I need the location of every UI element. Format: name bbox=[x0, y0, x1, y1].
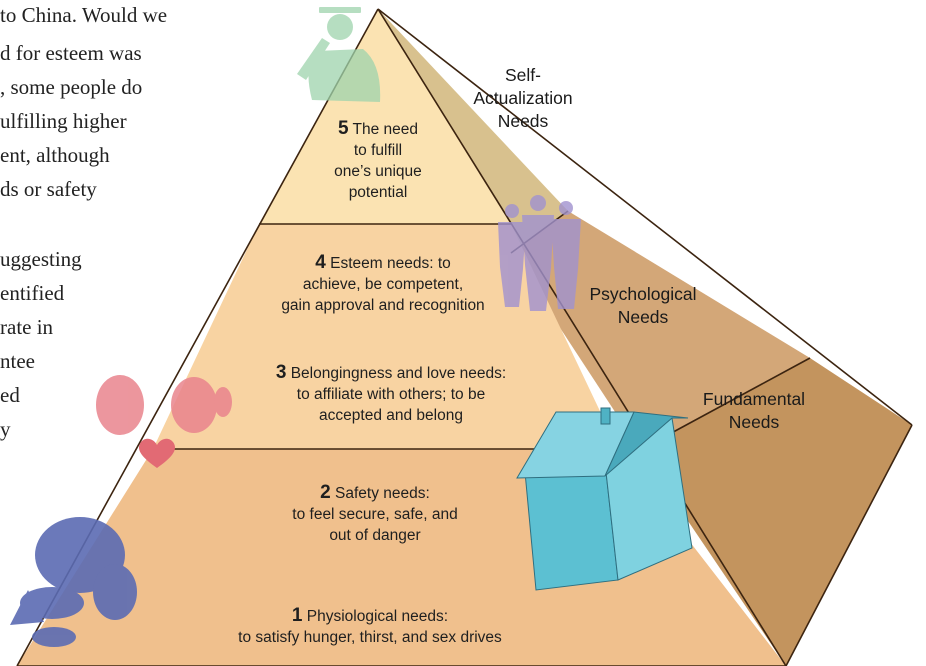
level-3-label: 3 Belongingness and love needs: to affil… bbox=[226, 362, 556, 426]
background-text-line: ent, although bbox=[0, 143, 110, 167]
level-text-line: Physiological needs: bbox=[306, 608, 449, 625]
category-text-line: Needs bbox=[617, 307, 669, 327]
level-text-line: to satisfy hunger, thirst, and sex drive… bbox=[238, 629, 502, 646]
level-text-line: accepted and belong bbox=[319, 407, 463, 424]
walking-people-icon bbox=[498, 195, 581, 311]
level-5-label: 5 The need to fulfill one’s unique poten… bbox=[298, 118, 458, 203]
side-band-fundamental bbox=[640, 358, 912, 666]
level-text-line: potential bbox=[348, 184, 408, 201]
level-text-line: Safety needs: bbox=[335, 485, 430, 502]
graduate-figure-icon bbox=[297, 7, 381, 102]
category-text-line: Fundamental bbox=[702, 389, 806, 409]
background-text-line: , some people do bbox=[0, 75, 143, 99]
level-number: 3 bbox=[275, 362, 287, 383]
background-text-line: d for esteem was bbox=[0, 41, 142, 65]
background-text-line: ntee bbox=[0, 349, 35, 373]
level-1-label: 1 Physiological needs: to satisfy hunger… bbox=[182, 605, 558, 648]
edge-back bbox=[377, 8, 913, 426]
level-text-line: Belongingness and love needs: bbox=[290, 365, 507, 382]
level-text-line: to fulfill bbox=[353, 142, 403, 159]
background-text-line: y bbox=[0, 417, 11, 441]
level-number: 5 bbox=[337, 118, 349, 139]
level-text-line: achieve, be competent, bbox=[302, 276, 464, 293]
category-fundamental-label: Fundamental Needs bbox=[684, 388, 824, 434]
level-text-line: out of danger bbox=[329, 527, 421, 544]
edge-front bbox=[377, 8, 787, 666]
category-text-line: Actualization bbox=[473, 88, 573, 108]
heart-icon bbox=[138, 438, 176, 468]
background-text-line: to China. Would we bbox=[0, 3, 168, 27]
level-4-label: 4 Esteem needs: to achieve, be competent… bbox=[243, 252, 523, 316]
category-text-line: Psychological bbox=[589, 284, 697, 304]
level-number: 4 bbox=[315, 252, 326, 273]
background-text-line: uggesting bbox=[0, 247, 82, 271]
category-self-actualization-label: Self- Actualization Needs bbox=[453, 64, 593, 133]
level-text-line: The need bbox=[352, 121, 419, 138]
side-band-psychological bbox=[511, 211, 810, 450]
level-text-line: Esteem needs: to bbox=[330, 255, 451, 272]
house-icon bbox=[516, 407, 693, 591]
category-text-line: Self- bbox=[505, 65, 541, 85]
children-heads-icon bbox=[96, 375, 232, 435]
background-text-line: ulfilling higher bbox=[0, 109, 127, 133]
crouching-person-icon bbox=[10, 517, 137, 647]
tier-self-actualization bbox=[259, 9, 511, 224]
category-psychological-label: Psychological Needs bbox=[573, 283, 713, 329]
level-text-line: one’s unique bbox=[334, 163, 422, 180]
background-text-line: ds or safety bbox=[0, 177, 97, 201]
level-number: 2 bbox=[320, 482, 331, 503]
background-text-line: ed bbox=[0, 383, 20, 407]
category-text-line: Needs bbox=[728, 412, 780, 432]
level-text-line: gain approval and recognition bbox=[281, 297, 485, 314]
side-band-self-actualization bbox=[378, 9, 568, 253]
category-text-line: Needs bbox=[497, 111, 549, 131]
level-2-label: 2 Safety needs: to feel secure, safe, an… bbox=[255, 482, 495, 546]
level-number: 1 bbox=[291, 605, 303, 626]
edge-right bbox=[785, 424, 913, 666]
level-text-line: to feel secure, safe, and bbox=[292, 506, 458, 523]
background-text-line: entified bbox=[0, 281, 65, 305]
level-text-line: to affiliate with others; to be bbox=[296, 386, 486, 403]
background-text-line: rate in bbox=[0, 315, 54, 339]
